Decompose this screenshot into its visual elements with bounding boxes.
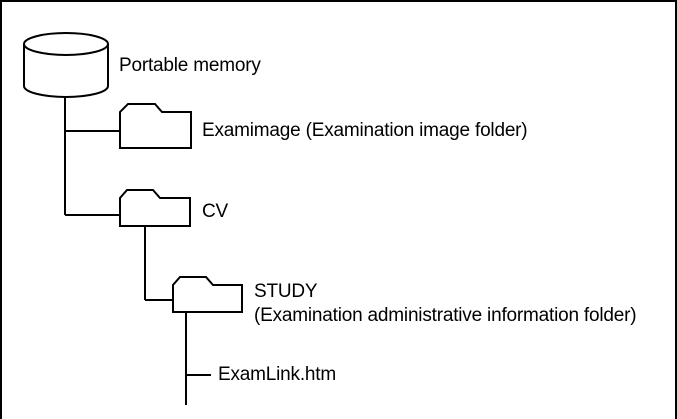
examimage-folder-label: Examimage (Examination image folder) — [202, 120, 528, 141]
study-folder-label: STUDY — [254, 281, 318, 302]
folder-icon — [172, 276, 243, 313]
examlink-file-label: ExamLink.htm — [218, 364, 336, 385]
folder-icon — [119, 189, 191, 227]
portable-memory-label: Portable memory — [119, 55, 261, 76]
folder-icon — [119, 103, 192, 149]
study-folder-description: (Examination administrative information … — [254, 305, 637, 326]
disk-drive-icon — [23, 32, 109, 98]
tree-connectors — [64, 97, 211, 405]
cv-folder-label: CV — [202, 201, 228, 222]
